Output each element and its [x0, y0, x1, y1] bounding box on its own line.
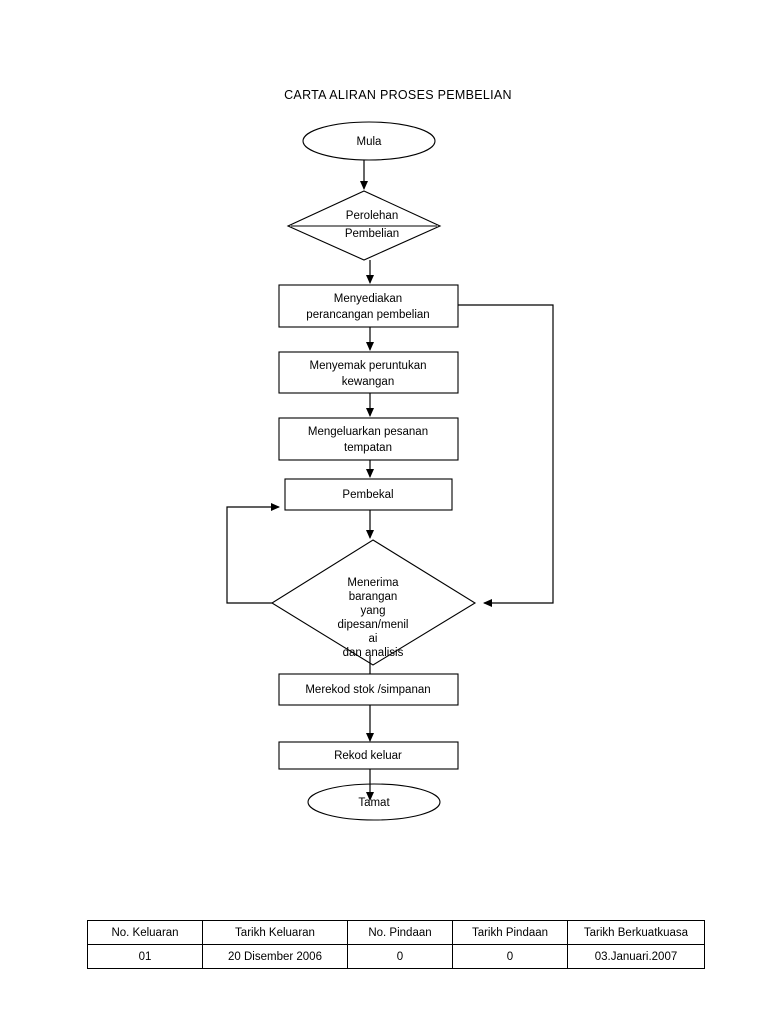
- table-header-tarikh-keluaran: Tarikh Keluaran: [202, 920, 348, 945]
- page-title: CARTA ALIRAN PROSES PEMBELIAN: [0, 88, 768, 102]
- node-process-peruntukan[interactable]: Menyemak peruntukan kewangan: [278, 351, 459, 394]
- node-end-label: Tamat: [358, 797, 390, 809]
- page-title-text: CARTA ALIRAN PROSES PEMBELIAN: [284, 88, 512, 102]
- connector-feedback-right: [458, 304, 554, 607]
- node-decision-perolehan[interactable]: Perolehan Pembelian: [286, 190, 442, 261]
- node-end-tamat[interactable]: Tamat: [307, 783, 441, 821]
- node-menerima-line3: yang: [361, 605, 386, 617]
- node-peruntukan-line1: Menyemak peruntukan: [310, 360, 427, 372]
- node-decision-menerima[interactable]: Menerima barangan yang dipesan/menil ai …: [270, 539, 477, 666]
- node-rekod-keluar-label: Rekod keluar: [334, 750, 402, 762]
- node-process-pembekal[interactable]: Pembekal: [284, 478, 453, 511]
- revision-table: No. Keluaran Tarikh Keluaran No. Pindaan…: [87, 920, 705, 969]
- node-menerima-line1: Menerima: [347, 577, 399, 589]
- node-process-rekod-keluar[interactable]: Rekod keluar: [278, 741, 459, 770]
- table-cell-tarikh-pindaan: 0: [452, 944, 568, 969]
- node-process-merekod[interactable]: Merekod stok /simpanan: [278, 673, 459, 706]
- table-header-no-keluaran: No. Keluaran: [87, 920, 203, 945]
- table-header-tarikh-berkuatkuasa: Tarikh Berkuatkuasa: [567, 920, 705, 945]
- node-pembekal-label: Pembekal: [342, 489, 393, 501]
- node-start-label: Mula: [357, 136, 383, 148]
- table-header-row: No. Keluaran Tarikh Keluaran No. Pindaan…: [87, 920, 705, 945]
- table-row: 01 20 Disember 2006 0 0 03.Januari.2007: [87, 944, 705, 969]
- connector-feedback-left: [226, 503, 280, 604]
- node-peruntukan-line2: kewangan: [342, 376, 394, 388]
- node-start-mula[interactable]: Mula: [302, 121, 436, 161]
- node-menerima-line2: barangan: [349, 591, 398, 603]
- node-pesanan-line2: tempatan: [344, 442, 392, 454]
- node-perancangan-line1: Menyediakan: [334, 293, 402, 305]
- node-process-pesanan[interactable]: Mengeluarkan pesanan tempatan: [278, 417, 459, 461]
- node-decision-perolehan-line1: Perolehan: [346, 210, 398, 222]
- table-cell-no-pindaan: 0: [347, 944, 453, 969]
- table-header-tarikh-pindaan: Tarikh Pindaan: [452, 920, 568, 945]
- table-cell-tarikh-keluaran: 20 Disember 2006: [202, 944, 348, 969]
- node-menerima-line5: ai: [369, 633, 378, 645]
- table-cell-no-keluaran: 01: [87, 944, 203, 969]
- node-decision-perolehan-line2: Pembelian: [345, 228, 399, 240]
- node-menerima-line4: dipesan/menil: [338, 619, 409, 631]
- node-process-perancangan[interactable]: Menyediakan perancangan pembelian: [278, 284, 459, 328]
- node-menerima-line6: dan analisis: [343, 647, 404, 659]
- node-perancangan-line2: perancangan pembelian: [306, 309, 429, 321]
- table-header-no-pindaan: No. Pindaan: [347, 920, 453, 945]
- node-pesanan-line1: Mengeluarkan pesanan: [308, 426, 428, 438]
- table-cell-tarikh-berkuatkuasa: 03.Januari.2007: [567, 944, 705, 969]
- node-merekod-label: Merekod stok /simpanan: [305, 684, 430, 696]
